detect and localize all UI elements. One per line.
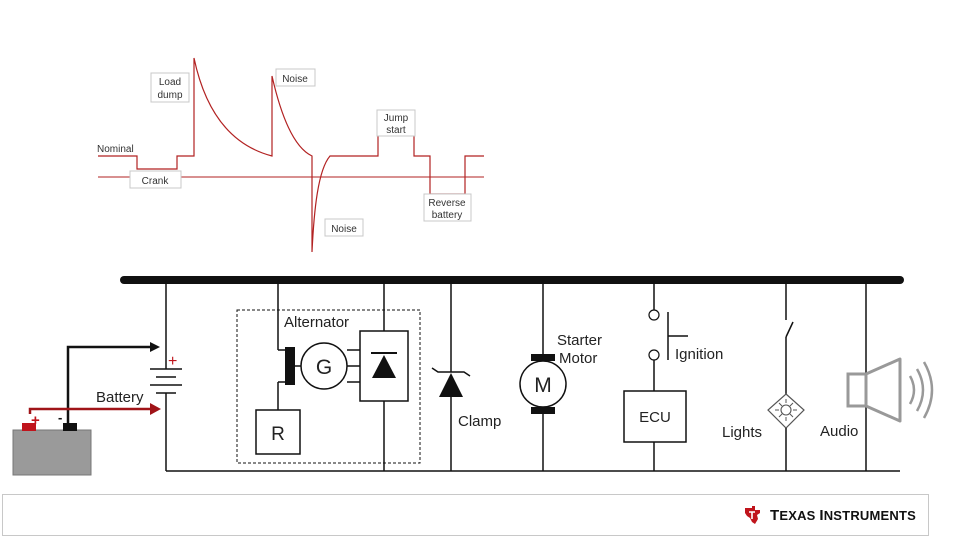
battery-symbol-plus: + [168,353,177,370]
svg-text:Load: Load [159,77,181,88]
physical-battery-minus: - [58,410,62,425]
physical-battery: + - [12,410,92,476]
noise-bottom-label: Noise [324,218,364,237]
alternator-block: Alternator G R [236,280,421,471]
svg-text:ECU: ECU [639,409,671,426]
tvs-diode-icon [439,373,463,397]
speaker-icon [846,357,934,423]
ignition-ecu-branch: ECU Ignition [623,280,723,471]
footer-bar: TEXAS INSTRUMENTS [2,494,929,536]
ti-logo: TEXAS INSTRUMENTS [742,503,916,527]
lights-branch: Lights [722,280,805,471]
ignition-label: Ignition [675,346,723,363]
svg-text:start: start [386,125,406,136]
motor-label: Motor [559,350,597,367]
battery-negative-wire [66,342,160,423]
ecu-box [623,390,687,443]
crank-label: Crank [129,170,182,189]
svg-text:R: R [271,424,285,445]
audio-branch: Audio [820,280,934,471]
clamp-branch: Clamp [431,280,501,471]
nominal-label: Nominal [97,144,134,155]
ignition-switch-icon [648,309,660,321]
reverse-battery-label: Reverse battery [423,193,472,222]
ti-wordmark: TEXAS INSTRUMENTS [769,506,916,524]
voltage-trace [98,57,484,253]
svg-text:Reverse: Reverse [428,198,466,209]
battery-symbol: + [150,280,182,471]
circuit: + + - Battery Alternator [12,276,934,476]
clamp-label: Clamp [458,413,501,430]
svg-text:battery: battery [432,210,463,221]
svg-text:Nominal: Nominal [97,144,134,155]
starter-motor-branch: M Starter Motor [519,280,602,471]
svg-text:M: M [534,374,552,397]
ti-logo-icon [744,506,760,524]
alternator-label: Alternator [284,314,349,331]
svg-text:G: G [316,356,332,379]
battery-positive-wire [28,403,161,415]
physical-battery-plus: + [31,412,40,429]
svg-text:Crank: Crank [142,176,170,187]
svg-text:dump: dump [157,90,182,101]
svg-text:Noise: Noise [282,74,308,85]
rectifier-diode-icon [372,355,396,378]
svg-text:Jump: Jump [384,113,409,124]
battery-label: Battery [96,389,144,406]
jump-start-label: Jump start [376,109,416,137]
audio-label: Audio [820,423,858,440]
transient-waveform: Nominal Crank Load dump Noise Noise Jump… [97,57,484,253]
noise-top-label: Noise [275,68,316,87]
regulator-box [255,409,301,455]
svg-text:Noise: Noise [331,224,357,235]
lamp-icon [767,393,805,429]
load-dump-label: Load dump [150,72,190,103]
lights-label: Lights [722,424,762,441]
starter-label: Starter [557,332,602,349]
